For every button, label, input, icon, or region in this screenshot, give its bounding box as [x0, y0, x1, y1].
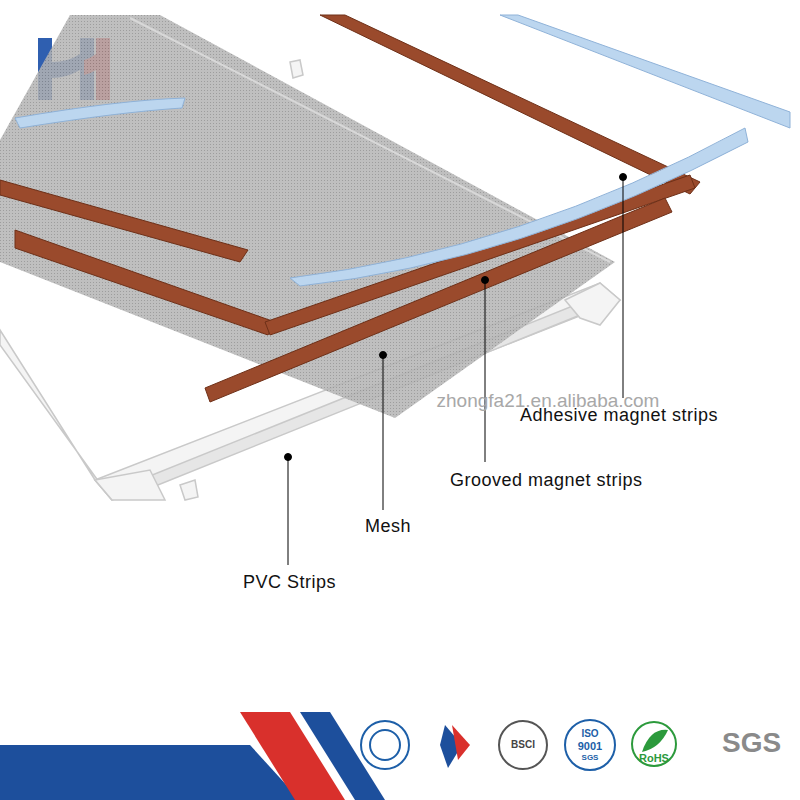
- callout-label: Grooved magnet strips: [450, 470, 643, 491]
- logo-text: RoHS: [639, 752, 669, 765]
- logo-text: SGS: [582, 753, 599, 762]
- certification-logos: [361, 720, 676, 770]
- adhesive-magnet-strip: [15, 15, 790, 286]
- logo-text: ISO: [581, 728, 598, 740]
- callout-label: PVC Strips: [243, 572, 336, 593]
- logo-text: BSCI: [511, 739, 535, 751]
- footer-band: [0, 712, 385, 800]
- sgs-mark: SGS: [722, 727, 781, 759]
- callout-label: Mesh: [365, 516, 411, 537]
- leader-line: [285, 174, 627, 566]
- watermark: zhongfa21.en.alibaba.com: [437, 390, 660, 412]
- logo-text: 9001: [578, 740, 602, 753]
